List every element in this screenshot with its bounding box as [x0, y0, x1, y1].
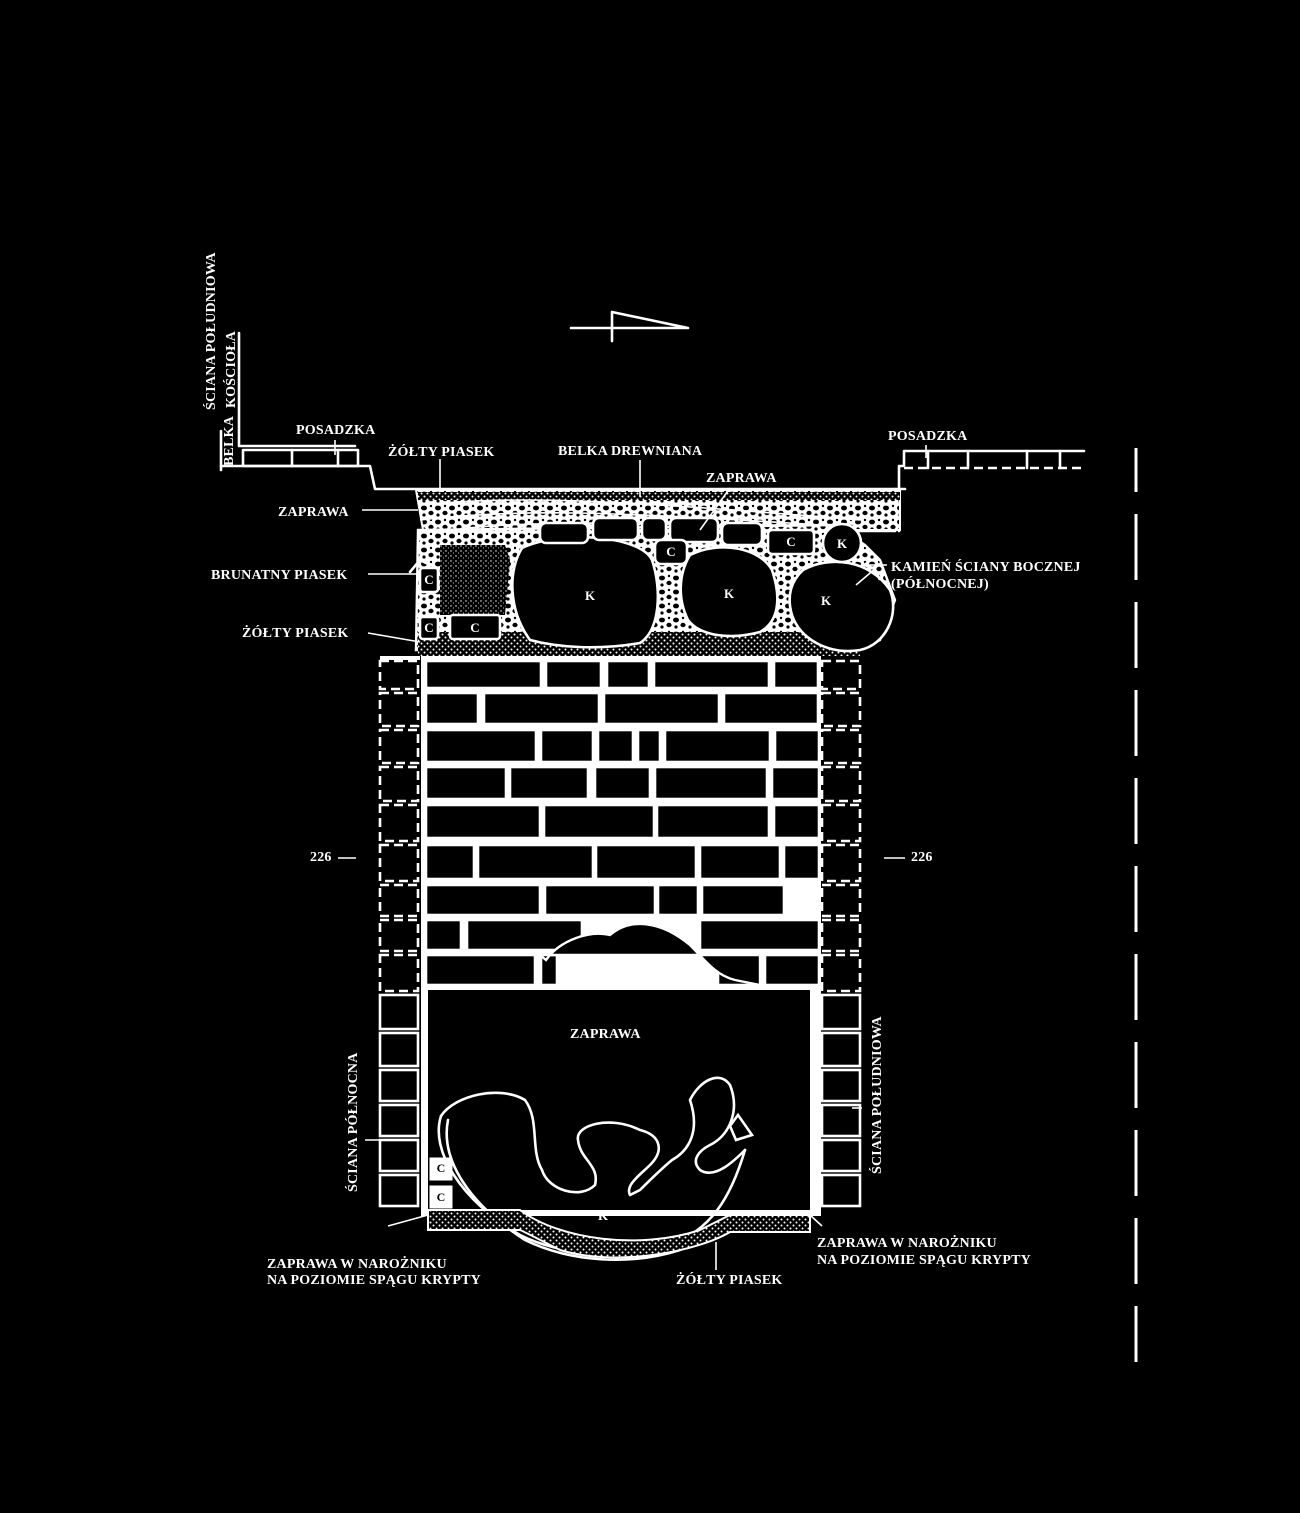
- label-mortar-left: ZAPRAWA: [278, 505, 349, 520]
- label-yellow-sand-left: ŻÓŁTY PIASEK: [242, 624, 349, 641]
- label-level-left: 226: [310, 850, 332, 865]
- stone-k-mark: K: [724, 586, 735, 601]
- stone-k-mark: K: [821, 593, 832, 608]
- scale-bar: [1133, 448, 1139, 1362]
- church-wall-outline: [219, 331, 1086, 533]
- stone-k-mark: K: [598, 1208, 609, 1223]
- label-corner-mortar-left-level: NA POZIOMIE SPĄGU KRYPTY: [267, 1273, 481, 1288]
- label-wooden-beam: BELKA DREWNIANA: [558, 444, 703, 459]
- label-side-wall-stone: KAMIEŃ ŚCIANY BOCZNEJ: [891, 558, 1081, 575]
- lower-stone: [437, 922, 762, 1261]
- label-church: KOŚCIOŁA: [222, 330, 239, 408]
- label-mortar-top: ZAPRAWA: [706, 471, 777, 486]
- upper-fill: [408, 489, 901, 656]
- stone-k-mark: K: [837, 536, 848, 551]
- label-corner-mortar-right-level: NA POZIOMIE SPĄGU KRYPTY: [817, 1253, 1031, 1268]
- leader-lines: [334, 440, 927, 1270]
- stone-c-mark: C: [437, 1161, 446, 1175]
- label-level-right: 226: [911, 850, 933, 865]
- label-mortar-center: ZAPRAWA: [570, 1027, 641, 1042]
- label-floor-right: POSADZKA: [888, 429, 968, 444]
- label-north-wall: ŚCIANA PÓŁNOCNA: [344, 1052, 361, 1192]
- label-corner-mortar-left: ZAPRAWA W NAROŻNIKU: [267, 1255, 447, 1272]
- labels: ŚCIANA POŁUDNIOWA KOŚCIOŁA BELKA POSADZK…: [202, 252, 1081, 1288]
- stone-c-mark: C: [786, 534, 795, 549]
- label-south-wall: ŚCIANA POŁUDNIOWA: [868, 1016, 885, 1174]
- label-yellow-sand-top: ŻÓŁTY PIASEK: [388, 443, 495, 460]
- label-corner-mortar-right: ZAPRAWA W NAROŻNIKU: [817, 1234, 997, 1251]
- label-side-wall-stone-north: (PÓŁNOCNEJ): [891, 575, 989, 592]
- north-arrow-icon: [569, 310, 690, 343]
- stone-c-mark: C: [666, 544, 675, 559]
- stone-c-mark: C: [424, 572, 433, 587]
- stone-marks: K K K K K C C C C C C C: [424, 534, 848, 1223]
- label-floor-left: POSADZKA: [296, 423, 376, 438]
- label-yellow-sand-bottom: ŻÓŁTY PIASEK: [676, 1271, 783, 1288]
- label-brown-sand: BRUNATNY PIASEK: [211, 568, 347, 583]
- stone-c-mark: C: [437, 1190, 446, 1204]
- bottom-sand: [427, 1209, 811, 1259]
- stone-c-mark: C: [424, 620, 433, 635]
- stone-k-mark: K: [585, 588, 596, 603]
- label-beam: BELKA: [222, 415, 237, 466]
- stone-c-mark: C: [470, 620, 479, 635]
- label-south-wall-church: ŚCIANA POŁUDNIOWA: [202, 252, 219, 410]
